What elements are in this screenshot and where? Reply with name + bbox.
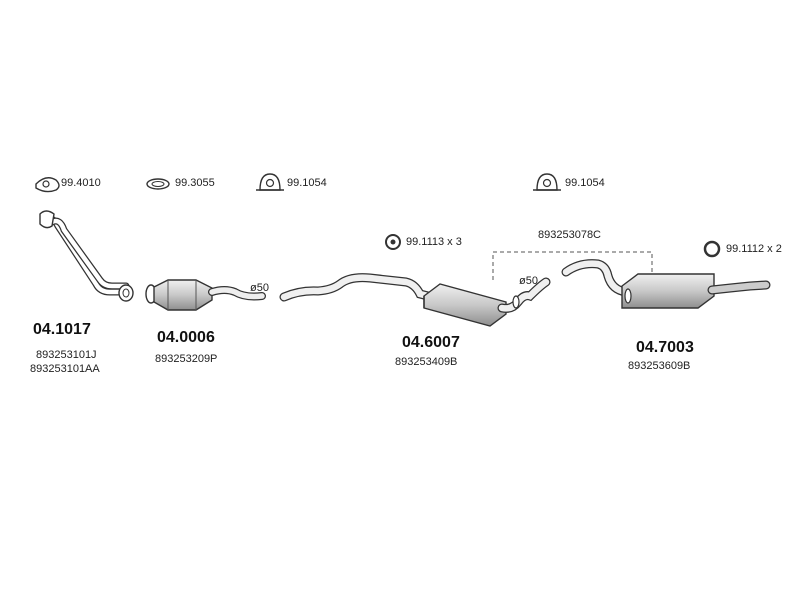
- part-number: 04.1017: [33, 321, 91, 338]
- connector-bracket: [492, 251, 653, 280]
- part-number: 04.7003: [636, 339, 694, 356]
- oem-reference: 893253209P: [155, 353, 218, 365]
- catalytic-converter-04-0006: [145, 279, 266, 311]
- connector-reference: 893253078C: [538, 229, 602, 241]
- accessory-label-clamp: 99.1054: [287, 177, 327, 189]
- diameter-label: ø50: [250, 282, 269, 294]
- clamp-icon: [256, 173, 284, 191]
- rear-silencer-04-7003: [561, 259, 771, 309]
- gasket-icon: [35, 177, 60, 193]
- oem-reference: 893253101AA: [30, 363, 100, 375]
- ring-gasket-icon: [146, 178, 170, 190]
- oem-reference: 893253409B: [395, 356, 458, 368]
- part-number: 04.0006: [157, 329, 215, 346]
- accessory-label-clamp: 99.1054: [565, 177, 605, 189]
- accessory-label-ring: 99.1112 x 2: [726, 243, 782, 255]
- middle-silencer-04-6007: [279, 273, 551, 327]
- oem-reference: 893253609B: [628, 360, 691, 372]
- diameter-label: ø50: [519, 275, 538, 287]
- clamp-icon: [533, 173, 561, 191]
- ring-icon: [703, 240, 721, 258]
- accessory-label-gasket: 99.4010: [61, 177, 101, 189]
- hanger-icon: [385, 234, 401, 250]
- oem-reference: 893253101J: [36, 349, 97, 361]
- front-pipe-04-1017: [39, 210, 134, 302]
- accessory-label-hanger: 99.1113 x 3: [406, 236, 462, 248]
- part-number: 04.6007: [402, 334, 460, 351]
- accessory-label-ring-gasket: 99.3055: [175, 177, 215, 189]
